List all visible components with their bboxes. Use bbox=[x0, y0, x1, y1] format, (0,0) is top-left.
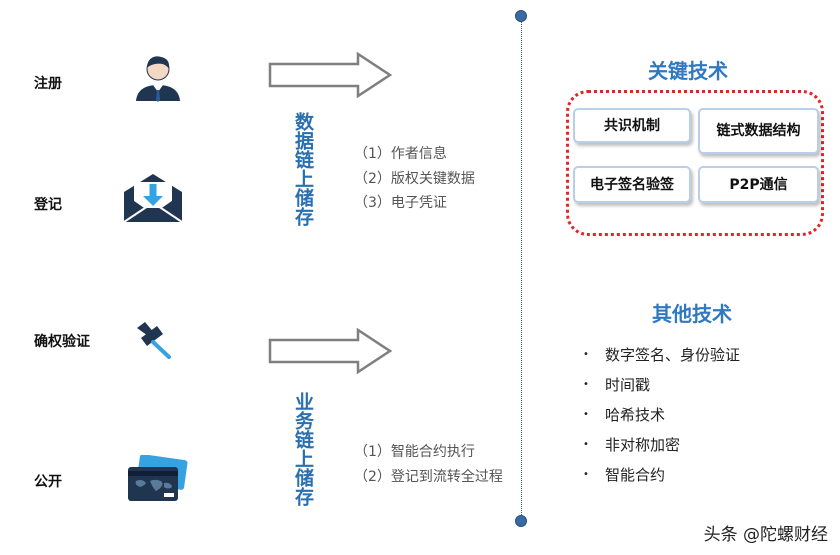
tech-box-chain-structure: 链式数据结构 bbox=[698, 108, 819, 154]
business-storage-list: （1）智能合约执行 （2）登记到流转全过程 bbox=[354, 440, 503, 489]
list-item: •智能合约 bbox=[583, 460, 740, 490]
tech-box-consensus: 共识机制 bbox=[573, 108, 691, 143]
list-item: （1）智能合约执行 bbox=[354, 444, 475, 460]
other-tech-title: 其他技术 bbox=[652, 302, 732, 326]
bullet-icon: • bbox=[583, 349, 589, 360]
list-item: （1）作者信息 bbox=[354, 146, 447, 162]
timeline-divider bbox=[521, 16, 522, 521]
bullet-icon: • bbox=[583, 469, 589, 480]
arrow-to-data-storage bbox=[268, 52, 393, 98]
list-item: （2）登记到流转全过程 bbox=[354, 468, 503, 485]
credit-card-icon bbox=[128, 455, 188, 501]
list-item: •哈希技术 bbox=[583, 400, 740, 430]
key-tech-title: 关键技术 bbox=[648, 59, 728, 83]
bullet-icon: • bbox=[583, 409, 589, 420]
step-label-rights-verification: 确权验证 bbox=[34, 334, 90, 350]
step-label-registration: 登记 bbox=[34, 197, 62, 213]
bullet-icon: • bbox=[583, 379, 589, 390]
step-label-register: 注册 bbox=[34, 76, 62, 92]
data-chain-storage-title: 数据链上储存 bbox=[292, 112, 314, 226]
envelope-download-icon bbox=[123, 174, 183, 223]
tech-box-e-signature: 电子签名验签 bbox=[573, 166, 691, 203]
other-tech-list: •数字签名、身份验证 •时间戳 •哈希技术 •非对称加密 •智能合约 bbox=[583, 340, 740, 490]
step-label-publish: 公开 bbox=[34, 474, 62, 490]
bullet-icon: • bbox=[583, 439, 589, 450]
list-item: •非对称加密 bbox=[583, 430, 740, 460]
data-storage-list: （1）作者信息 （2）版权关键数据 （3）电子凭证 bbox=[354, 142, 475, 216]
arrow-to-business-storage bbox=[268, 328, 393, 374]
business-chain-storage-title: 业务链上储存 bbox=[292, 392, 314, 506]
timeline-end-dot bbox=[515, 515, 527, 527]
user-icon bbox=[136, 56, 180, 102]
list-item: （2）版权关键数据 bbox=[354, 170, 475, 187]
pushpin-icon bbox=[137, 322, 171, 359]
list-item: •时间戳 bbox=[583, 370, 740, 400]
watermark: 头条 @陀螺财经 bbox=[703, 525, 828, 545]
key-tech-frame bbox=[566, 90, 824, 236]
list-item: （3）电子凭证 bbox=[354, 195, 447, 211]
list-item: •数字签名、身份验证 bbox=[583, 340, 740, 370]
tech-box-p2p: P2P通信 bbox=[698, 166, 819, 203]
timeline-start-dot bbox=[515, 10, 527, 22]
